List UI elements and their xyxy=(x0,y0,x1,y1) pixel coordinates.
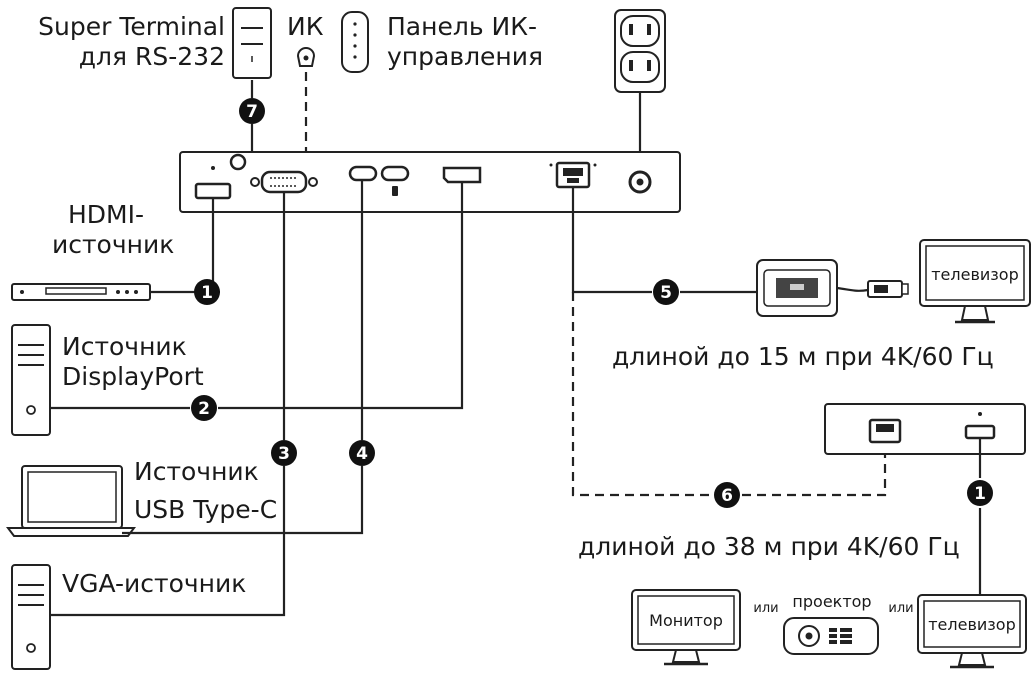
usbc-source-label-line2: USB Type-C xyxy=(134,495,277,524)
tv-top-label: телевизор xyxy=(931,265,1019,284)
usb-c-port-2 xyxy=(380,165,410,182)
hdmi-source-player-icon xyxy=(11,283,151,301)
vga-source-pc-icon xyxy=(11,564,51,670)
rs232-label-line2: для RS-232 xyxy=(79,42,225,71)
dp-source-label-line2: DisplayPort xyxy=(62,362,204,391)
projector-icon xyxy=(783,617,879,655)
badge-3: 3 xyxy=(271,440,297,466)
svg-text:1: 1 xyxy=(201,283,213,303)
or-label-1: или xyxy=(753,601,778,616)
ir-panel-label-line1: Панель ИК- xyxy=(387,12,537,41)
main-switch-device xyxy=(179,151,681,213)
pc-terminal-icon xyxy=(232,7,272,79)
displayport-source-pc-icon xyxy=(11,324,51,436)
svg-text:1: 1 xyxy=(974,484,986,504)
length-38m-label: длиной до 38 м при 4K/60 Гц xyxy=(578,532,960,561)
or-label-2: или xyxy=(888,601,913,616)
badge-5: 5 xyxy=(653,279,679,305)
length-15m-label: длиной до 15 м при 4K/60 Гц xyxy=(612,342,994,371)
cable-2-dp-right xyxy=(218,182,464,410)
rs232-label-line1: Super Terminal xyxy=(38,12,225,41)
ir-sensor-icon xyxy=(296,47,316,67)
hdmi-source-label-line1: HDMI- xyxy=(68,200,144,229)
cable-6-dashed-left xyxy=(571,292,712,497)
badge-1-bottom: 1 xyxy=(967,480,993,506)
hdmi-port xyxy=(194,182,232,200)
tv-bottom-icon xyxy=(917,594,1027,669)
badge-4: 4 xyxy=(349,440,375,466)
projector-label: проектор xyxy=(792,592,871,611)
svg-text:7: 7 xyxy=(246,102,258,122)
svg-text:6: 6 xyxy=(721,486,733,506)
displayport-port xyxy=(442,166,482,184)
dc-power-port xyxy=(628,170,652,194)
dp-source-label-line1: Источник xyxy=(62,332,187,361)
badge-6: 6 xyxy=(714,482,740,508)
tv-top-icon xyxy=(919,239,1031,324)
tv-bottom-label: телевизор xyxy=(928,615,1016,634)
hdmi-extender-dongle-icon xyxy=(756,259,909,317)
monitor-icon xyxy=(631,589,741,666)
cable-4-usbc-lower xyxy=(122,466,364,535)
rj45-port xyxy=(549,161,597,189)
ir-remote-icon xyxy=(341,11,369,73)
hdmi-source-label-line2: источник xyxy=(52,230,174,259)
badge-1-top: 1 xyxy=(194,279,220,305)
svg-text:3: 3 xyxy=(278,444,290,464)
usb-c-port-1 xyxy=(348,165,378,182)
badge-7: 7 xyxy=(239,98,265,124)
svg-text:4: 4 xyxy=(356,444,368,464)
ir-label: ИК xyxy=(287,12,324,41)
usb-c-source-laptop-icon xyxy=(6,465,136,537)
cable-3-vga-lower xyxy=(50,466,286,617)
hdbaset-receiver-icon xyxy=(824,403,1026,455)
power-outlet-icon xyxy=(614,9,666,93)
usbc-source-label-line1: Источник xyxy=(134,457,259,486)
badge-2: 2 xyxy=(191,395,217,421)
svg-text:2: 2 xyxy=(198,399,210,419)
ir-panel-label-line2: управления xyxy=(387,42,543,71)
svg-text:5: 5 xyxy=(660,283,672,303)
vga-source-label: VGA-источник xyxy=(62,569,246,598)
monitor-label: Монитор xyxy=(649,611,723,630)
